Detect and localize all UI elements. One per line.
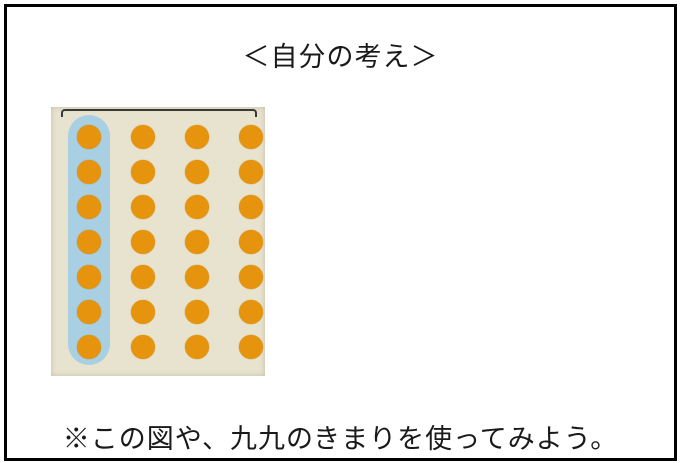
dot-r2-c2: [131, 160, 155, 184]
dot-r5-c1: [77, 265, 101, 289]
dot-r5-c2: [131, 265, 155, 289]
dot-r7-c2: [131, 335, 155, 359]
dot-r1-c1: [77, 125, 101, 149]
dot-r7-c3: [185, 335, 209, 359]
dot-r6-c4: [239, 300, 263, 324]
dot-r5-c3: [185, 265, 209, 289]
dot-r2-c4: [239, 160, 263, 184]
hint-text: ※この図や、九九のきまりを使ってみよう。: [62, 424, 619, 455]
dot-r6-c3: [185, 300, 209, 324]
dot-r1-c4: [239, 125, 263, 149]
dot-r3-c4: [239, 195, 263, 219]
dot-r7-c1: [77, 335, 101, 359]
worksheet-frame: ＜自分の考え＞ ※この図や、九九のきまりを使ってみよう。: [4, 4, 677, 461]
dot-r4-c3: [185, 230, 209, 254]
dot-r4-c2: [131, 230, 155, 254]
dot-r6-c2: [131, 300, 155, 324]
page-title: ＜自分の考え＞: [242, 42, 439, 73]
dot-r3-c1: [77, 195, 101, 219]
dot-r4-c1: [77, 230, 101, 254]
dot-r3-c2: [131, 195, 155, 219]
dot-r4-c4: [239, 230, 263, 254]
dot-r5-c4: [239, 265, 263, 289]
dot-r1-c2: [131, 125, 155, 149]
dot-r2-c1: [77, 160, 101, 184]
dot-r2-c3: [185, 160, 209, 184]
dot-r6-c1: [77, 300, 101, 324]
paper-edge: [61, 109, 257, 117]
dot-r1-c3: [185, 125, 209, 149]
dot-r3-c3: [185, 195, 209, 219]
dot-r7-c4: [239, 335, 263, 359]
dot-array-photo: [51, 107, 265, 376]
